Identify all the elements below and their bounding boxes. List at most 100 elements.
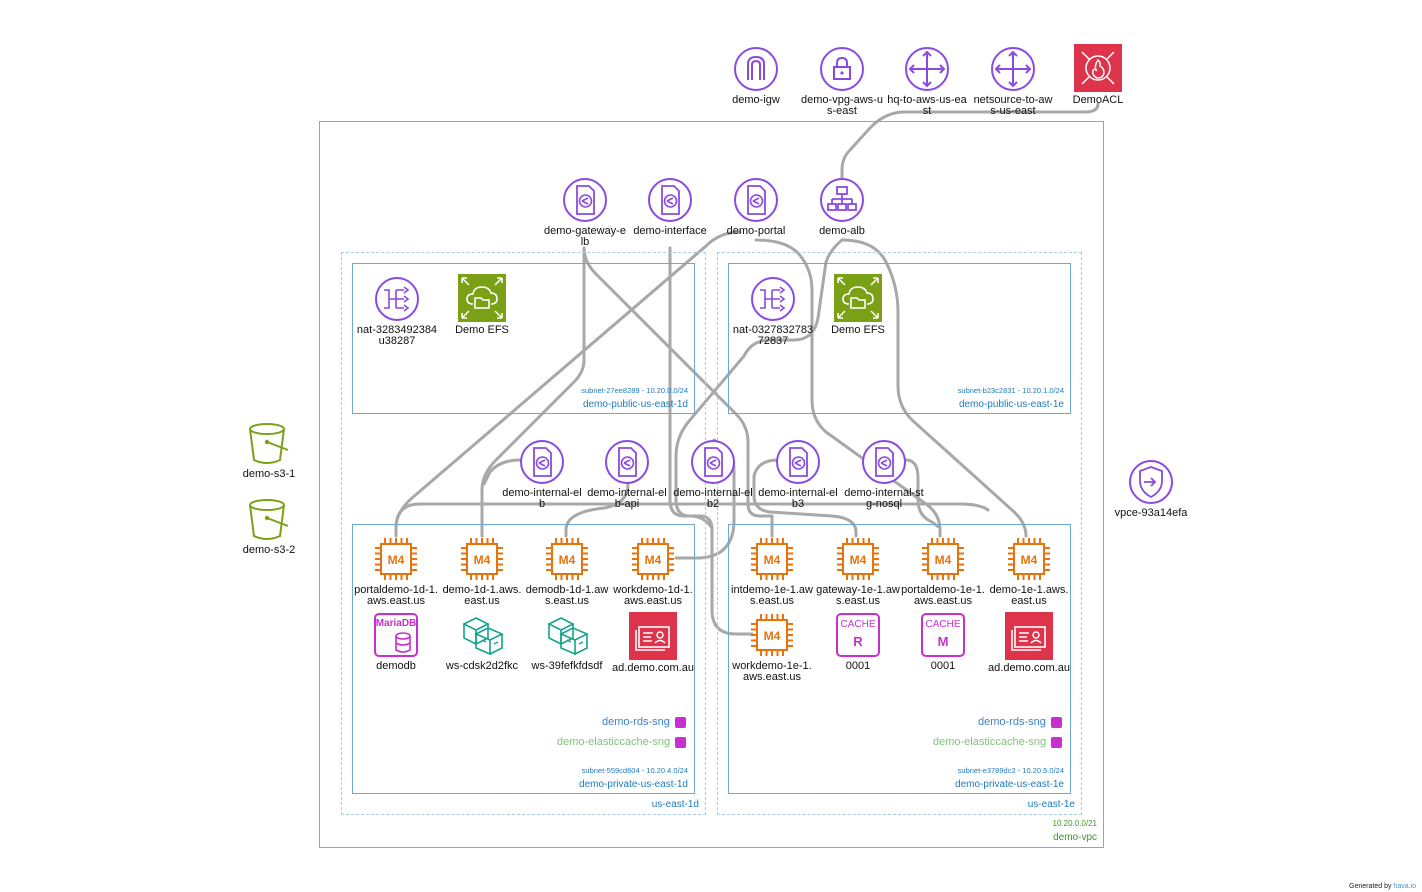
node-internal-elb[interactable]: demo-internal-elb (487, 439, 597, 510)
node-internal-elb-api[interactable]: demo-internal-elb-api (572, 439, 682, 510)
node-nat-1e[interactable]: nat-032783278372837 (718, 276, 828, 347)
legend-label: demo-rds-sng (978, 716, 1046, 728)
node-label: ws-39fefkfdsdf (531, 660, 603, 672)
node-interface-elb[interactable]: demo-interface (615, 177, 725, 237)
wire-portal-portaldemo1e (754, 238, 942, 538)
node-netsource-vpn[interactable]: netsource-to-aws-us-east (958, 46, 1068, 117)
legend-label: demo-rds-sng (602, 716, 670, 728)
directory-service-icon (629, 612, 677, 660)
db-engine-text: MariaDB (376, 618, 417, 629)
ec2-instance-chip-icon: M4 (461, 538, 503, 580)
node-internal-nosql[interactable]: demo-internal-stg-nosql (829, 439, 939, 510)
node-label: demo-s3-2 (242, 544, 296, 556)
node-s3-2[interactable]: demo-s3-2 (214, 496, 324, 556)
node-label: demo-1d-1.aws.east.us (442, 584, 522, 607)
node-label: netsource-to-aws-us-east (973, 94, 1053, 117)
subnet-id: subnet-b23c2831 - 10.20.1.0/24 (957, 386, 1064, 395)
node-internal-elb3[interactable]: demo-internal-elb3 (743, 439, 853, 510)
node-nat-1d[interactable]: nat-3283492384u38287 (342, 276, 452, 347)
instance-type-text: M4 (559, 553, 576, 567)
node-label: demo-vpg-aws-us-east (801, 94, 883, 117)
classic-load-balancer-icon (862, 440, 906, 484)
node-label: demo-igw (732, 94, 780, 106)
node-label: demo-gateway-elb (544, 225, 626, 248)
subnet-name: demo-public-us-east-1d (582, 399, 688, 410)
node-ec2-demo-1d[interactable]: M4 demo-1d-1.aws.east.us (427, 536, 537, 607)
node-rds-demodb[interactable]: MariaDB demodb (341, 612, 451, 672)
subnet-id: subnet-559cd604 - 10.20.4.0/24 (581, 766, 688, 775)
node-acl[interactable]: DemoACL (1043, 44, 1153, 106)
node-s3-1[interactable]: demo-s3-1 (214, 420, 324, 480)
instance-type-text: M4 (764, 629, 781, 643)
subnet-id: subnet-e3789dc2 - 10.20.5.0/24 (957, 766, 1064, 775)
wire-alb-workdemo1d (674, 238, 844, 530)
node-directory-1d[interactable]: ad.demo.com.au (598, 612, 708, 674)
node-label: demodb (376, 660, 416, 672)
node-ec2-portaldemo-1d[interactable]: M4 portaldemo-1d-1.aws.east.us (341, 536, 451, 607)
wire-gateway-demo1d (480, 246, 586, 538)
az-label: us-east-1d (651, 799, 699, 810)
classic-load-balancer-icon (691, 440, 735, 484)
node-label: portaldemo-1d-1.aws.east.us (354, 584, 438, 607)
legend-rds-1d: demo-rds-sng (602, 716, 686, 728)
node-vpc-endpoint[interactable]: vpce-93a14efa (1096, 459, 1206, 519)
node-label: workdemo-1e-1.aws.east.us (732, 660, 812, 683)
rds-subnet-group-icon (674, 716, 686, 728)
vpn-gateway-lock-icon (820, 47, 864, 91)
instance-type-text: M4 (850, 553, 867, 567)
efs-filesystem-icon (834, 274, 882, 322)
az-us-east-1e: us-east-1e (717, 252, 1082, 815)
node-vpg[interactable]: demo-vpg-aws-us-east (787, 46, 897, 117)
node-label: nat-3283492384u38287 (356, 324, 438, 347)
node-label: hq-to-aws-us-east (887, 94, 967, 117)
node-label: demo-portal (726, 225, 786, 237)
node-workspace-2[interactable]: ws-39fefkfdsdf (512, 612, 622, 672)
cache-subnet-group-icon (1051, 736, 1063, 748)
node-internal-elb2[interactable]: demo-internal-elb2 (658, 439, 768, 510)
node-gateway-elb[interactable]: demo-gateway-elb (530, 177, 640, 248)
subnet-name: demo-public-us-east-1e (958, 399, 1064, 410)
directory-service-icon (1005, 612, 1053, 660)
node-label: demo-s3-1 (242, 468, 296, 480)
node-label: demo-1e-1.aws.east.us (989, 584, 1069, 607)
node-workspace-1[interactable]: ws-cdsk2d2fkc (427, 612, 537, 672)
efs-filesystem-icon (458, 274, 506, 322)
node-label: demo-internal-elb (502, 487, 582, 510)
node-cache-memcached[interactable]: CACHE M 0001 (888, 612, 998, 672)
nat-gateway-icon (375, 277, 419, 321)
legend-rds-1e: demo-rds-sng (978, 716, 1062, 728)
ec2-instance-chip-icon: M4 (751, 614, 793, 656)
vpn-connection-arrows-icon (905, 47, 949, 91)
node-efs-1d[interactable]: Demo EFS (427, 274, 537, 336)
instance-type-text: M4 (474, 553, 491, 567)
node-label: nat-032783278372837 (732, 324, 814, 347)
node-alb[interactable]: demo-alb (787, 177, 897, 237)
node-ec2-workdemo-1e[interactable]: M4 workdemo-1e-1.aws.east.us (717, 612, 827, 683)
az-label: us-east-1e (1027, 799, 1075, 810)
classic-load-balancer-icon (734, 178, 778, 222)
classic-load-balancer-icon (648, 178, 692, 222)
ec2-instance-chip-icon: M4 (375, 538, 417, 580)
az-us-east-1d: us-east-1d (341, 252, 706, 815)
node-hq-vpn[interactable]: hq-to-aws-us-east (872, 46, 982, 117)
node-igw[interactable]: demo-igw (701, 46, 811, 106)
node-label: Demo EFS (455, 324, 509, 336)
node-portal-elb[interactable]: demo-portal (701, 177, 811, 237)
nat-gateway-icon (751, 277, 795, 321)
vpc-cidr: 10.20.0.0/21 (1052, 819, 1097, 828)
instance-type-text: M4 (388, 553, 405, 567)
ec2-instance-chip-icon: M4 (546, 538, 588, 580)
node-cache-redis[interactable]: CACHE R 0001 (803, 612, 913, 672)
ec2-instance-chip-icon: M4 (632, 538, 674, 580)
footer-brand-link[interactable]: hava.io (1393, 883, 1416, 890)
node-directory-1e[interactable]: ad.demo.com.au (974, 612, 1084, 674)
node-efs-1e[interactable]: Demo EFS (803, 274, 913, 336)
subnet-name: demo-private-us-east-1e (955, 779, 1064, 790)
node-label: 0001 (845, 660, 871, 672)
